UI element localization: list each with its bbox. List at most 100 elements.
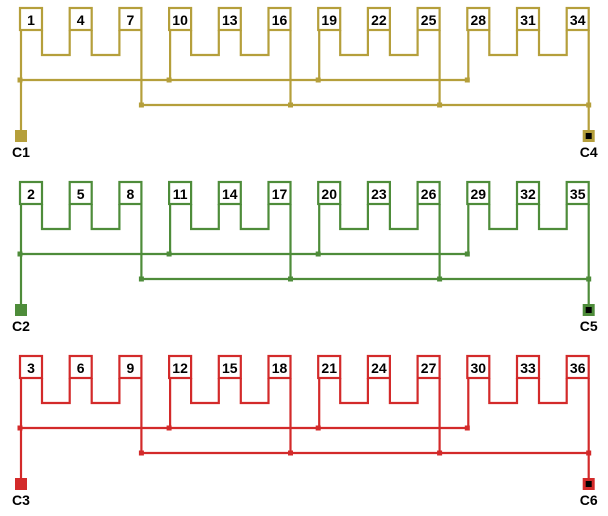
coil-connection [190, 30, 220, 57]
slot-number: 18 [272, 360, 288, 376]
slot-box [366, 6, 391, 32]
terminal-end-marker [585, 133, 592, 139]
coil-connection [388, 378, 419, 405]
coil-connection [537, 204, 568, 231]
slot-number: 20 [321, 186, 337, 202]
slot-box [267, 180, 292, 206]
slot-number: 9 [127, 360, 135, 376]
slot-box [217, 180, 242, 206]
slot-box [118, 180, 143, 206]
slot-box [18, 354, 44, 380]
slot-number: 3 [27, 360, 35, 376]
coil-connection [90, 378, 121, 405]
coil-connection [488, 204, 519, 231]
coil-connection [40, 30, 71, 57]
coil-connection [190, 204, 220, 231]
terminal-start [15, 478, 27, 490]
slot-box [366, 354, 391, 380]
slot-box [118, 6, 143, 32]
slot-box [168, 6, 193, 32]
coil-connection [90, 30, 121, 57]
terminal-start-label: C3 [12, 492, 30, 508]
slot-number: 6 [77, 360, 85, 376]
slot-box [217, 6, 242, 32]
slot-box [267, 354, 292, 380]
slot-box [317, 354, 342, 380]
terminal-start [15, 304, 27, 316]
terminal-end-marker [585, 307, 592, 313]
slot-box [466, 354, 491, 380]
slot-number: 29 [471, 186, 487, 202]
slot-number: 30 [471, 360, 487, 376]
coil-connection [339, 378, 369, 405]
coil-connection [388, 30, 419, 57]
slot-box [565, 354, 590, 380]
coil-connection [239, 378, 270, 405]
slot-box [416, 180, 441, 206]
slot-box [317, 180, 342, 206]
slot-number: 36 [570, 360, 586, 376]
slot-box [18, 180, 44, 206]
slot-number: 1 [27, 12, 35, 28]
slot-box [515, 180, 541, 206]
terminal-start-label: C1 [12, 144, 30, 160]
terminal-end-label: C6 [580, 492, 598, 508]
slot-number: 13 [222, 12, 238, 28]
slot-number: 31 [520, 12, 536, 28]
slot-number: 23 [371, 186, 387, 202]
junction-dot [17, 77, 23, 83]
terminal-end-marker [585, 481, 592, 487]
coil-connection [40, 204, 71, 231]
slot-number: 4 [77, 12, 85, 28]
coil-connection [40, 378, 71, 405]
slot-number: 2 [27, 186, 35, 202]
slot-box [565, 180, 590, 206]
junction-dot [17, 251, 23, 257]
slot-box [267, 6, 292, 32]
slot-number: 28 [471, 12, 487, 28]
slot-box [466, 180, 491, 206]
slot-number: 21 [321, 360, 337, 376]
coil-connection [339, 204, 369, 231]
slot-box [515, 6, 541, 32]
slot-number: 32 [520, 186, 536, 202]
coil-connection [190, 378, 220, 405]
terminal-start [15, 130, 27, 142]
slot-box [18, 6, 44, 32]
slot-number: 11 [173, 186, 188, 202]
terminal-start-label: C2 [12, 318, 30, 334]
slot-number: 19 [321, 12, 337, 28]
slot-box [366, 180, 391, 206]
slot-number: 25 [421, 12, 437, 28]
coil-connection [90, 204, 121, 231]
slot-number: 17 [272, 186, 288, 202]
slot-box [416, 6, 441, 32]
coil-connection [537, 378, 568, 405]
slot-number: 27 [421, 360, 437, 376]
slot-number: 5 [77, 186, 85, 202]
slot-number: 26 [421, 186, 437, 202]
slot-number: 35 [570, 186, 586, 202]
terminal-end-label: C4 [580, 144, 598, 160]
slot-box [217, 354, 242, 380]
slot-number: 16 [272, 12, 288, 28]
coil-connection [537, 30, 568, 57]
coil-connection [488, 30, 519, 57]
slot-box [317, 6, 342, 32]
slot-box [68, 180, 93, 206]
coil-connection [239, 204, 270, 231]
slot-box [466, 6, 491, 32]
slot-number: 14 [222, 186, 238, 202]
slot-number: 15 [222, 360, 238, 376]
slot-number: 10 [172, 12, 188, 28]
terminal-end-label: C5 [580, 318, 598, 334]
slot-number: 12 [172, 360, 188, 376]
coil-connection [339, 30, 369, 57]
slot-box [168, 180, 193, 206]
coil-connection [239, 30, 270, 57]
slot-box [68, 6, 93, 32]
slot-box [118, 354, 143, 380]
